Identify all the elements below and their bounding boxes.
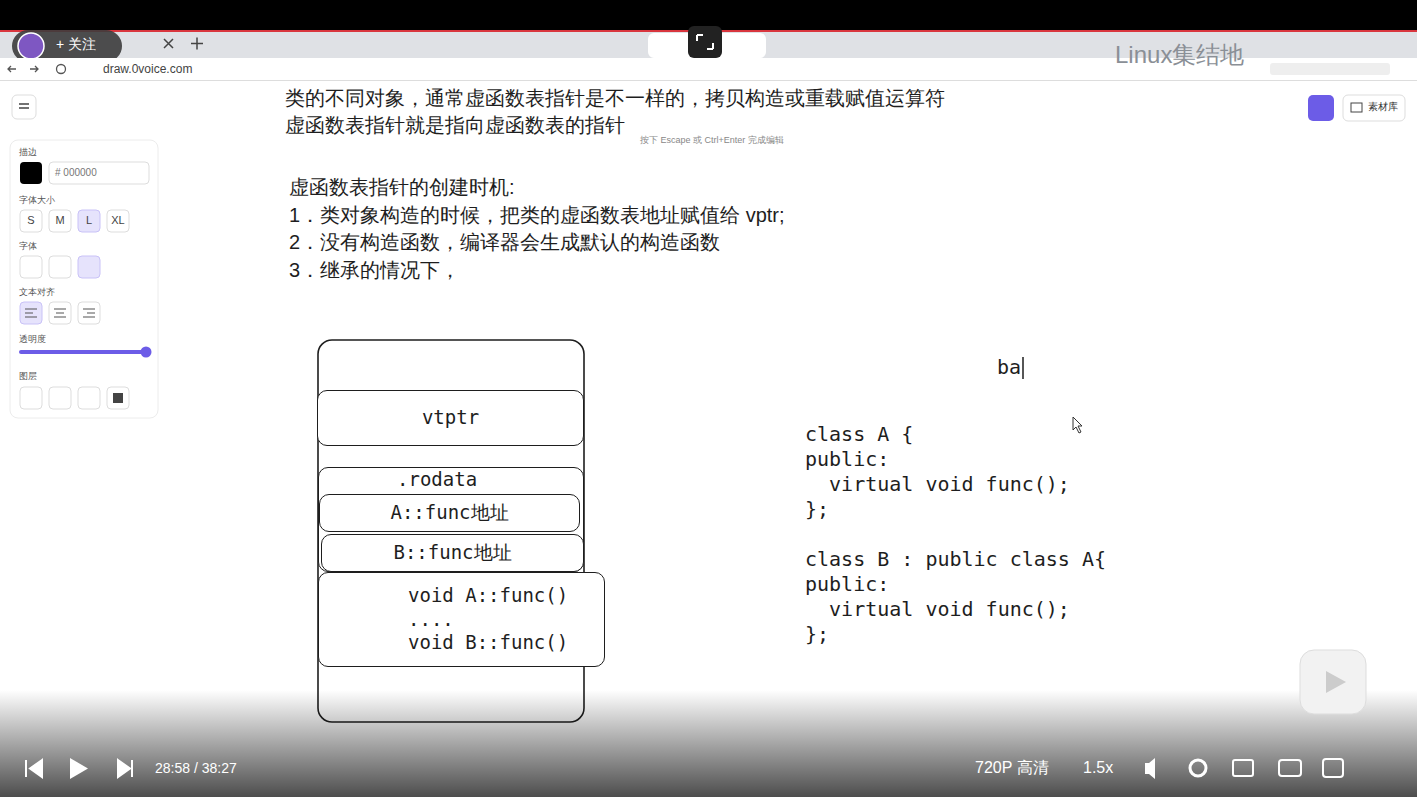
code-line: class A {: [805, 422, 913, 446]
menu-icon: [19, 104, 29, 108]
volume-icon: [1145, 758, 1155, 779]
panel-label: 图层: [19, 371, 37, 382]
play-icon: [70, 758, 88, 779]
time-display: 28:58 / 38:27: [155, 760, 237, 777]
prev-icon: [26, 760, 42, 777]
color-value: # 000000: [55, 167, 97, 179]
video-controls-shade: [0, 690, 1417, 797]
layer-button: [20, 387, 42, 409]
panel-label: 透明度: [19, 334, 46, 345]
library-icon: [1351, 103, 1362, 112]
address-bar-edge: [0, 80, 1417, 81]
watermark: Linux集结地: [1115, 41, 1244, 70]
code-line: public:: [805, 572, 889, 596]
panel-label: 字体大小: [19, 195, 55, 206]
settings-icon: [1190, 760, 1206, 776]
code-line: virtual void func();: [805, 472, 1070, 496]
layer-button: [107, 387, 129, 409]
color-swatch: [20, 162, 42, 184]
widescreen-icon: [1279, 760, 1301, 776]
layer-button: [49, 387, 71, 409]
code-line: };: [805, 497, 829, 521]
address-entry: B::func地址: [321, 534, 584, 572]
exit-fullscreen-icon: [697, 35, 713, 49]
nav-arrows: [8, 66, 38, 72]
note-item: 3．继承的情况下，: [289, 258, 460, 282]
align-icons: [25, 309, 95, 317]
code-line: public:: [805, 447, 889, 471]
collab-button: [1308, 95, 1334, 121]
size-button: [20, 210, 42, 232]
quality-label: 720P 高清: [975, 758, 1049, 777]
layer-icon: [113, 393, 123, 403]
section-heading: .rodata: [397, 468, 477, 492]
node-text: A::func地址: [390, 501, 508, 525]
opacity-knob: [141, 347, 152, 358]
tv-badge-play: [1326, 671, 1346, 693]
node-text: B::func地址: [393, 541, 511, 565]
reload-icon: [57, 65, 66, 74]
node-text: void A::func(): [408, 584, 604, 608]
code-line: virtual void func();: [805, 597, 1070, 621]
size-button: [49, 210, 71, 232]
layer-button: [78, 387, 100, 409]
toolbar-icons: [1270, 63, 1390, 75]
follow-pill: [12, 30, 122, 62]
panel-label: 描边: [19, 147, 37, 158]
font-button: [49, 256, 71, 278]
note-text: 虚函数表指针就是指向虚函数表的指针: [285, 113, 625, 137]
panel-label: 文本对齐: [19, 287, 55, 298]
size-button: [78, 210, 100, 232]
pip-icon: [1233, 760, 1253, 776]
video-top-band: [0, 0, 1417, 30]
code-line: class B : public class A{: [805, 547, 1106, 571]
speed-label: 1.5x: [1083, 758, 1113, 777]
library-label: 素材库: [1368, 101, 1398, 113]
size-option: S: [20, 214, 42, 227]
next-icon: [118, 760, 132, 777]
address-entry: A::func地址: [319, 494, 580, 532]
text-cursor: [1022, 357, 1024, 379]
function-code-box: void A::func()....void B::func(): [318, 572, 605, 667]
code-line: };: [805, 622, 829, 646]
typed-text: ba: [997, 355, 1021, 379]
panel-label: 字体: [19, 241, 37, 252]
size-option: XL: [107, 214, 129, 227]
node-text: void B::func(): [408, 631, 604, 655]
tab-close: [164, 39, 173, 48]
mouse-pointer: [1073, 417, 1082, 433]
note-text: 类的不同对象，通常虚函数表指针是不一样的，拷贝构造或重载赋值运算符: [285, 86, 945, 110]
tv-badge: [1300, 650, 1366, 714]
opacity-slider: [21, 350, 146, 354]
exit-fullscreen-button: [688, 26, 722, 58]
properties-panel: [10, 140, 158, 418]
menu-button: [12, 95, 36, 119]
note-heading: 虚函数表指针的创建时机:: [289, 175, 515, 199]
vptr-box: vtptr: [317, 390, 584, 446]
font-button: [78, 256, 100, 278]
new-tab: [191, 38, 203, 50]
color-input: [49, 162, 149, 184]
font-button: [20, 256, 42, 278]
edit-hint: 按下 Escape 或 Ctrl+Enter 完成编辑: [640, 135, 784, 146]
node-text: vtptr: [422, 406, 479, 430]
node-text: ....: [408, 608, 604, 632]
rodata-section: .rodataA::func地址B::func地址: [318, 467, 584, 572]
library-button: [1343, 95, 1405, 121]
follow-button: + 关注: [56, 36, 96, 53]
url-text: draw.0voice.com: [103, 62, 192, 76]
size-option: L: [78, 214, 100, 227]
size-button: [107, 210, 129, 232]
note-item: 2．没有构造函数，编译器会生成默认的构造函数: [289, 230, 720, 254]
note-item: 1．类对象构造的时候，把类的虚函数表地址赋值给 vptr;: [289, 203, 785, 227]
size-option: M: [49, 214, 71, 227]
avatar: [18, 33, 44, 59]
fullscreen-icon: [1323, 759, 1343, 777]
